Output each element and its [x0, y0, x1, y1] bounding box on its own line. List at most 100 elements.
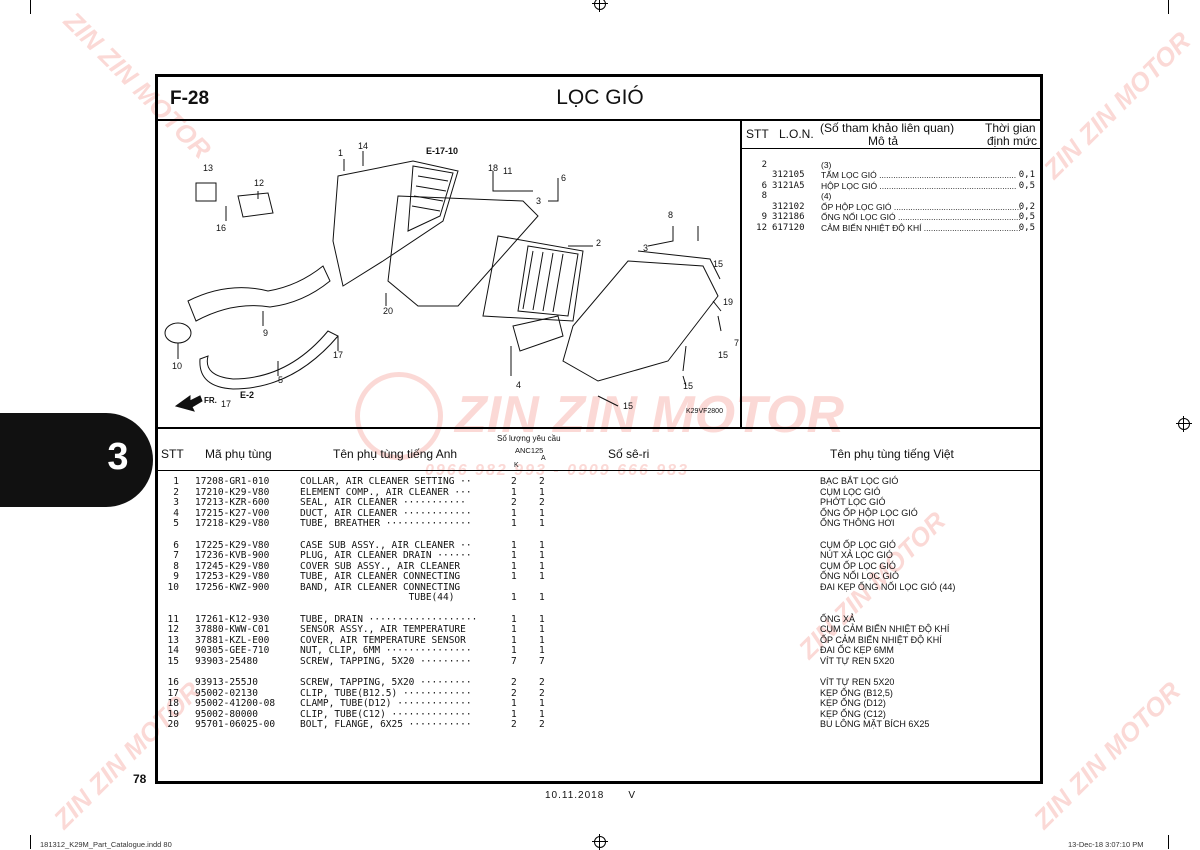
- part-code: 90305-GEE-710: [195, 645, 270, 656]
- part-stt: 19: [167, 708, 179, 720]
- part-qty-k: 1: [511, 592, 517, 603]
- part-qty-k: 1: [511, 634, 517, 646]
- part-code: 17245-K29-V80: [195, 560, 270, 572]
- part-stt: 14: [167, 645, 179, 656]
- part-name-en: NUT, CLIP, 6MM ···············: [300, 645, 472, 656]
- part-name-vn: KẸP ỐNG (B12,5): [820, 687, 893, 698]
- part-name-en: BOLT, FLANGE, 6X25 ···········: [300, 719, 472, 730]
- callout: 3: [536, 196, 541, 206]
- part-qty-k: 1: [511, 571, 517, 582]
- part-name-en: SCREW, TAPPING, 5X20 ·········: [300, 677, 472, 688]
- callout: 15: [713, 259, 723, 269]
- cover-seal-shape: [637, 250, 721, 280]
- part-name-en: ELEMENT COMP., AIR CLEANER ···: [300, 486, 472, 498]
- ref-row: 8 (4): [745, 181, 1035, 201]
- version-letter: V: [628, 790, 636, 801]
- ref-desc: (4): [821, 191, 832, 201]
- ref-lon: 312105: [772, 170, 805, 180]
- part-qty-a: 1: [539, 634, 545, 646]
- callout: 4: [516, 380, 521, 390]
- part-qty-k: 2: [511, 687, 517, 699]
- part-name-en: CLAMP, TUBE(D12) ·············: [300, 698, 472, 709]
- part-name-en: PLUG, AIR CLEANER DRAIN ······: [300, 550, 472, 561]
- part-stt: 10: [167, 581, 179, 593]
- case-grille-lines: [411, 175, 449, 212]
- part-name-en: CLIP, TUBE(C12) ··············: [300, 708, 472, 720]
- connecting-tube-shape: [187, 265, 331, 322]
- part-stt: 18: [167, 698, 179, 709]
- watermark-brand: ZIN ZIN MOTOR: [1037, 25, 1197, 185]
- callout: 12: [254, 178, 264, 188]
- connecting-band-shape: [164, 322, 192, 344]
- part-stt: 16: [167, 677, 179, 688]
- part-qty-a: 2: [539, 687, 545, 699]
- callout: 15: [683, 381, 693, 391]
- part-stt: 1: [173, 476, 179, 487]
- callout: 15: [718, 350, 728, 360]
- part-name-en: TUBE, DRAIN ···················: [300, 613, 478, 625]
- part-name-vn: ỐP CẢM BIẾN NHIỆT ĐỘ KHÍ: [820, 634, 942, 645]
- crop-mark: [1168, 0, 1169, 14]
- part-name-en: TUBE, BREATHER ···············: [300, 518, 472, 529]
- ref-header-desc-line2: Mô tả: [868, 134, 899, 148]
- file-info: 181312_K29M_Part_Catalogue.indd 80: [40, 840, 172, 849]
- part-stt: 4: [173, 507, 179, 519]
- part-name-vn: CỤM CẢM BIẾN NHIỆT ĐỘ KHÍ: [820, 624, 950, 634]
- ref-time: 0,2: [1018, 202, 1035, 212]
- callout: 17: [221, 399, 231, 409]
- ref-row: 2(3): [745, 150, 1035, 170]
- ref-header-desc-line1: (Số tham khảo liên quan): [820, 121, 955, 135]
- part-name-vn: ĐAI ỐC KẸP 6MM: [820, 645, 894, 655]
- part-qty-a: 1: [539, 613, 545, 625]
- part-stt: 13: [167, 634, 179, 646]
- part-code: 95002-80000: [195, 708, 258, 720]
- table-row: 14 90305-GEE-710 NUT, CLIP, 6MM ··········…: [155, 645, 1035, 656]
- ref-stt: 2: [761, 160, 767, 170]
- element-filter-shape: [517, 245, 579, 317]
- part-name-vn: ỐNG ỐP HỘP LỌC GIÓ: [820, 507, 918, 518]
- front-arrow-icon: [174, 395, 203, 412]
- crop-mark: [30, 835, 31, 849]
- part-qty-a: 1: [539, 486, 545, 498]
- part-code: 95002-02130: [195, 687, 258, 699]
- part-name-en: TUBE, AIR CLEANER CONNECTING: [300, 571, 461, 582]
- part-name-vn: BU LÔNG MẶT BÍCH 6X25: [820, 719, 930, 729]
- part-code: 95002-41200-08: [195, 698, 276, 709]
- part-code: 17256-KWZ-900: [195, 581, 270, 593]
- watermark-logo: [355, 372, 443, 460]
- callout: 1: [338, 148, 343, 158]
- part-qty-a: 1: [539, 571, 545, 582]
- part-name-vn: ỐNG XẢ: [820, 613, 856, 624]
- ref-label-e2: E-2: [240, 390, 254, 400]
- parts-header-model: ANC125: [515, 446, 544, 455]
- parts-header-qty-title: Số lượng yêu cầu: [497, 434, 561, 443]
- part-name-en: COLLAR, AIR CLEANER SETTING ··: [300, 476, 472, 487]
- ref-stt: 6: [761, 181, 767, 191]
- watermark-brand: ZIN ZIN MOTOR: [1027, 675, 1187, 835]
- part-code: 93903-25480: [195, 655, 258, 667]
- seal-shape: [387, 195, 539, 307]
- part-qty-a: 1: [539, 592, 545, 603]
- part-name-en: CLIP, TUBE(B12.5) ············: [300, 687, 472, 699]
- part-stt: 2: [173, 486, 179, 498]
- page-number: 78: [133, 772, 147, 786]
- part-code: 17236-KVB-900: [195, 550, 270, 561]
- ref-stt: 12: [756, 223, 767, 233]
- ref-stt: 8: [761, 191, 767, 201]
- air-cleaner-case-shape: [332, 160, 459, 287]
- part-stt: 8: [173, 560, 179, 572]
- ref-header-time-line1: Thời gian: [985, 121, 1036, 135]
- ref-label-e17: E-17-10: [426, 146, 458, 156]
- callout: 14: [358, 141, 368, 151]
- leader-lines: [177, 151, 722, 407]
- part-qty-k: 7: [511, 655, 517, 667]
- part-qty-a: 1: [539, 518, 545, 529]
